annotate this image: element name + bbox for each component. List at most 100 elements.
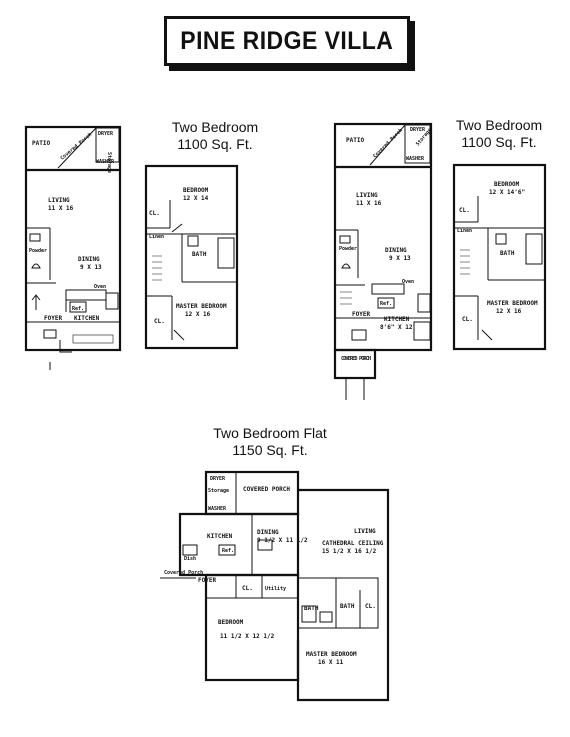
plan-b-stairs xyxy=(340,291,352,305)
plan-a-closet xyxy=(43,329,57,339)
plan-b2-master-dim: 12 X 16 xyxy=(496,308,522,315)
plan-b-foyer-label: FOYER xyxy=(352,311,370,318)
plan-b-laundry xyxy=(404,124,431,164)
flat-master-dim: 16 X 11 xyxy=(318,659,344,666)
flat-bedroom-label: BEDROOM xyxy=(218,619,244,626)
plan-a-stair-arrow xyxy=(31,294,41,310)
plan-b-ref-label: Ref. xyxy=(380,301,392,307)
plan-b-dining-label: DINING xyxy=(385,247,407,254)
plan-a-heading-type: Two Bedroom xyxy=(171,119,259,135)
plan-b-patio-label: PATIO xyxy=(346,137,364,144)
flat-dryer-label: DRYER xyxy=(210,476,226,482)
plan-b-oven-label: Oven xyxy=(402,279,414,285)
title-box: PINE RIDGE VILLA xyxy=(164,16,410,66)
plan-a2-outline xyxy=(144,164,239,350)
flat-bath-block xyxy=(297,577,379,629)
flat-sink xyxy=(319,611,333,623)
plan-b-dining-dim: 9 X 13 xyxy=(389,255,411,262)
plan-a-first-floor: PATIO Covered Porch DRYER Storage WASHER… xyxy=(24,125,122,370)
plan-b2-master-door xyxy=(481,329,493,341)
flat-bath2-label: BATH xyxy=(340,603,355,610)
plan-a2-bedroom-label: BEDROOM xyxy=(183,187,209,194)
flat-bedroom-dim: 11 1/2 X 12 1/2 xyxy=(220,633,275,640)
flat-master-label: MASTER BEDROOM xyxy=(306,651,357,658)
plan-a-foyer-label: FOYER xyxy=(44,315,62,322)
plan-flat: DRYER Storage WASHER COVERED PORCH KITCH… xyxy=(160,470,390,702)
plan-b-washer-label: WASHER xyxy=(406,156,425,162)
plan-b-second-floor: BEDROOM 12 X 14'6" CL. Linen BATH MASTER… xyxy=(452,163,547,351)
flat-utility-label: Utility xyxy=(265,586,286,592)
flat-closet2-label: CL. xyxy=(365,603,376,610)
flat-living-dim: 15 1/2 X 16 1/2 xyxy=(322,548,377,555)
plan-a-sink xyxy=(29,233,41,242)
flat-washer-label: WASHER xyxy=(208,506,227,512)
plan-a-cabinet xyxy=(105,292,119,310)
plan-a-oven-label: Oven xyxy=(94,284,106,290)
plan-a-fridge xyxy=(69,301,87,313)
plan-a-second-floor: BEDROOM 12 X 14 CL. Linen BATH MASTER BE… xyxy=(144,164,239,350)
plan-flat-heading: Two Bedroom Flat 1150 Sq. Ft. xyxy=(200,425,340,459)
plan-a-heading: Two Bedroom 1100 Sq. Ft. xyxy=(160,119,270,153)
plan-a-heading-size: 1100 Sq. Ft. xyxy=(177,136,253,152)
flat-ref xyxy=(218,544,236,556)
plan-b-powder-label: Powder xyxy=(339,246,357,252)
plan-a-kitchen-label: KITCHEN xyxy=(74,315,100,322)
plan-flat-heading-size: 1150 Sq. Ft. xyxy=(232,442,308,458)
flat-foyer-label: FOYER xyxy=(198,577,216,584)
flat-kitchen-outline xyxy=(178,512,300,577)
plan-b-fridge xyxy=(377,297,395,309)
plan-b2-outline xyxy=(452,163,547,351)
plan-a2-tub xyxy=(217,237,235,269)
plan-a2-linen-label: Linen xyxy=(149,234,164,240)
plan-b-covered-porch xyxy=(333,348,377,380)
plan-a-ref-label: Ref. xyxy=(72,306,84,312)
plan-a-laundry xyxy=(95,127,120,163)
plan-b2-stairs xyxy=(460,249,470,275)
page-title: PINE RIDGE VILLA xyxy=(180,26,394,55)
plan-a-storage-label: Storage xyxy=(106,152,112,173)
flat-kitchen-label: KITCHEN xyxy=(207,533,233,540)
flat-dish-label: Dish xyxy=(184,556,196,562)
flat-bath1-label: BATH xyxy=(304,605,319,612)
plan-b2-bedroom-label: BEDROOM xyxy=(494,181,520,188)
plan-a-dryer-label: DRYER xyxy=(98,131,114,137)
plan-a-porch-label: Covered Porch xyxy=(59,132,93,162)
plan-b-sink xyxy=(339,235,351,244)
plan-b-counter xyxy=(371,283,405,295)
plan-a-outline xyxy=(24,125,122,352)
flat-dining-dim: 9 1/2 X 11 1/2 xyxy=(257,537,308,544)
plan-a-porch-diagonal xyxy=(57,127,97,169)
plan-a2-sink xyxy=(187,235,199,247)
plan-b2-tub xyxy=(525,233,543,265)
plan-a-powder-label: Powder xyxy=(29,248,47,254)
plan-a-dining-label: DINING xyxy=(78,256,100,263)
flat-table xyxy=(257,539,273,551)
plan-a2-bath-label: BATH xyxy=(192,251,207,258)
plan-b-cabinet xyxy=(417,293,431,313)
plan-b-heading: Two Bedroom 1100 Sq. Ft. xyxy=(444,117,554,151)
plan-a2-closet-label: CL. xyxy=(149,210,160,217)
flat-living-outline xyxy=(296,488,390,702)
plan-b-porch-diagonal xyxy=(369,124,406,166)
flat-storage-label: Storage xyxy=(208,488,229,494)
plan-b-kitchen-label: KITCHEN xyxy=(384,316,410,323)
plan-a2-stairs xyxy=(152,255,162,281)
flat-closet-label: CL. xyxy=(242,585,253,592)
plan-b2-sink xyxy=(495,233,507,245)
flat-dining-label: DINING xyxy=(257,529,279,536)
plan-b2-bath-label: BATH xyxy=(500,250,515,257)
plan-b-living-dim: 11 X 16 xyxy=(356,200,382,207)
flat-ref-label: Ref. xyxy=(222,548,234,554)
plan-b2-linen-label: Linen xyxy=(457,228,472,234)
plan-b2-bedroom-dim: 12 X 14'6" xyxy=(489,189,525,196)
plan-b-heading-size: 1100 Sq. Ft. xyxy=(461,134,537,150)
plan-flat-heading-type: Two Bedroom Flat xyxy=(213,425,327,441)
plan-a-dining-dim: 9 X 13 xyxy=(80,264,102,271)
plan-a2-master-label: MASTER BEDROOM xyxy=(176,303,227,310)
plan-b-oven-box xyxy=(413,321,431,341)
flat-tub xyxy=(301,605,317,623)
plan-b-toilet xyxy=(341,263,351,269)
flat-covered-porch-label: COVERED PORCH xyxy=(243,486,290,493)
plan-b-porch-label: Covered Porch xyxy=(372,127,404,159)
